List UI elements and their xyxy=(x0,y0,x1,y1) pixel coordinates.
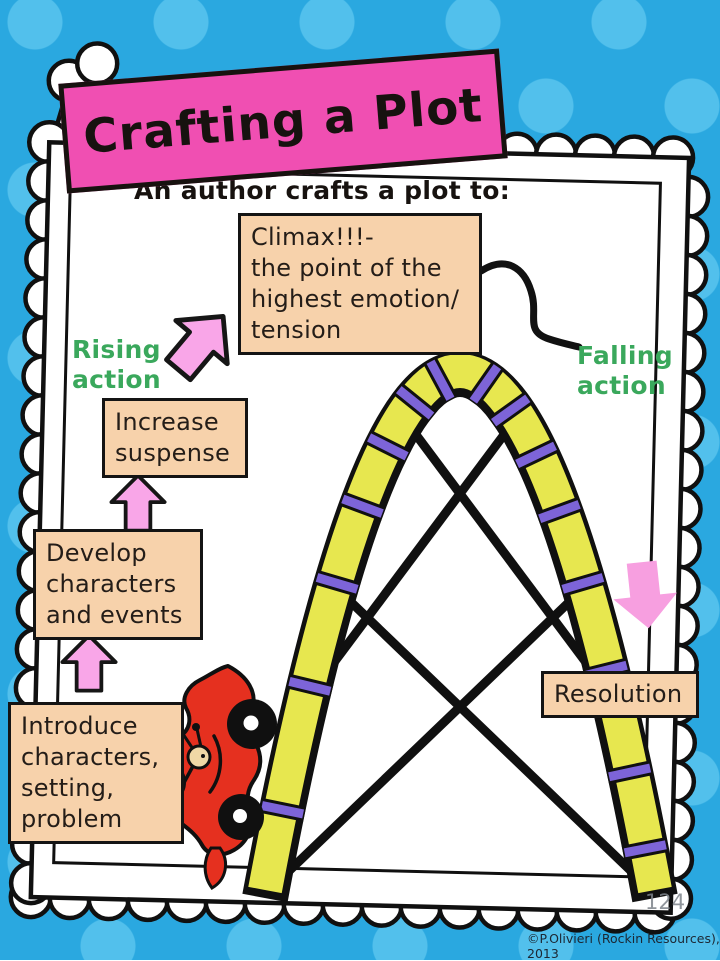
page-number: 124 xyxy=(645,890,686,914)
copyright: ©P.Olivieri (Rockin Resources), 2013 xyxy=(527,931,720,961)
introduce-box: Introduce characters, setting, problem xyxy=(8,702,184,844)
climax-connector-squiggle xyxy=(477,260,583,351)
falling-action-label: Falling action xyxy=(577,341,673,400)
car-door-line xyxy=(208,734,223,794)
rider-head xyxy=(186,744,212,770)
rising-up-arrow-icon xyxy=(164,314,230,383)
rising-action-label: Rising action xyxy=(72,335,161,394)
up-arrow-icon xyxy=(60,633,118,693)
climax-box: Climax!!!- the point of the highest emot… xyxy=(238,213,482,355)
track-ties xyxy=(259,356,669,861)
increase-suspense-box: Increase suspense xyxy=(102,398,248,478)
down-arrow-icon xyxy=(613,560,678,629)
coaster-track-surface xyxy=(248,354,672,894)
develop-box: Develop characters and events xyxy=(33,529,203,640)
roller-coaster xyxy=(242,351,678,903)
banner-title-text: Crafting a Plot xyxy=(81,77,485,165)
resolution-box: Resolution xyxy=(541,671,699,718)
car-fin xyxy=(203,846,228,890)
